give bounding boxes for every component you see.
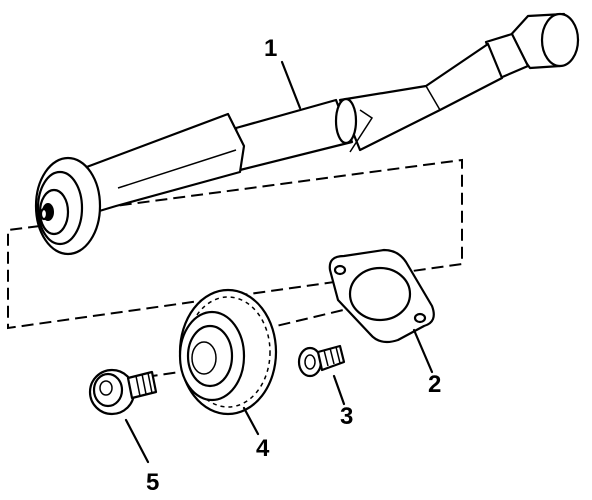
callout-2: 2 — [428, 371, 441, 398]
callout-5: 5 — [146, 469, 159, 496]
callout-3: 3 — [340, 403, 353, 430]
callout-1: 1 — [264, 35, 277, 62]
shaft-part-1 — [34, 12, 580, 256]
leader-line-1 — [280, 60, 302, 110]
bolt-part-5 — [88, 368, 158, 464]
bolt-part-3 — [297, 344, 346, 406]
gasket-part-2 — [328, 248, 435, 374]
gear-part-4 — [178, 288, 278, 436]
callout-4: 4 — [256, 435, 270, 462]
